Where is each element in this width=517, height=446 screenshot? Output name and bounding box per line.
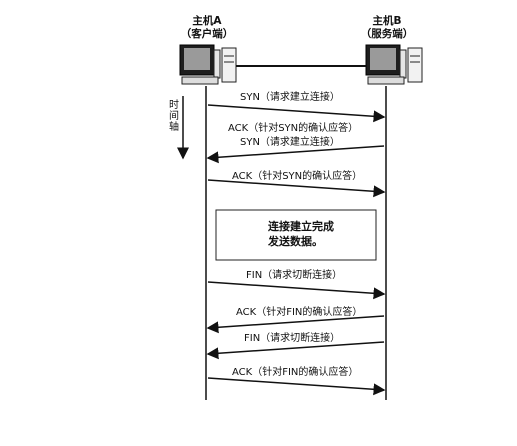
status-box — [215, 209, 377, 261]
host-b-role: （服务端） — [360, 28, 414, 40]
message-arrow — [207, 377, 386, 396]
message-label: SYN（请求建立连接） — [240, 137, 340, 148]
message-arrow — [206, 145, 385, 164]
message-label: FIN（请求切断连接） — [246, 270, 343, 281]
message-arrow — [206, 315, 385, 334]
time-axis-label: 时间轴 — [169, 100, 179, 133]
host-a-computer-icon — [179, 44, 237, 85]
message-arrow — [207, 104, 386, 123]
message-arrow — [207, 179, 386, 198]
message-label: ACK（针对SYN的确认应答） — [232, 171, 363, 182]
message-arrow — [207, 281, 386, 300]
message-arrow — [206, 341, 385, 360]
status-box-line2: 发送数据。 — [268, 235, 323, 248]
message-label: SYN（请求建立连接） — [240, 92, 340, 103]
host-a-role: （客户端） — [180, 28, 234, 40]
message-label: FIN（请求切断连接） — [244, 333, 341, 344]
host-a-name: 主机A — [192, 15, 222, 27]
message-label: ACK（针对FIN的确认应答） — [236, 307, 363, 318]
status-box-line1: 连接建立完成 — [268, 220, 334, 233]
message-label: ACK（针对SYN的确认应答） — [228, 123, 359, 134]
message-label: ACK（针对FIN的确认应答） — [232, 367, 359, 378]
host-b-name: 主机B — [372, 15, 402, 27]
host-b-computer-icon — [365, 44, 423, 85]
